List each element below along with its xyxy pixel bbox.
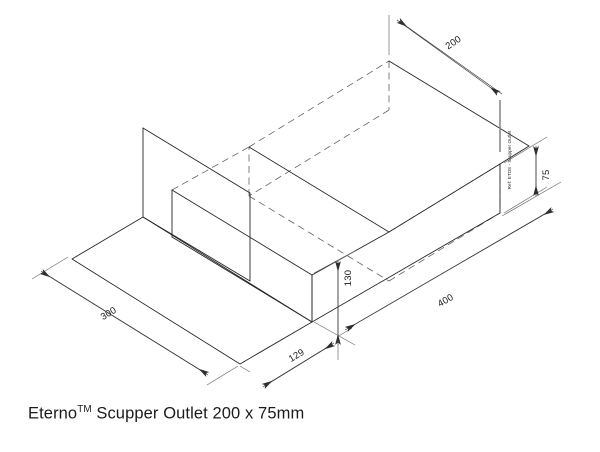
- edge-back-wall-top: [142, 127, 251, 194]
- dimension-label-75: 75: [541, 170, 552, 181]
- edge-flange-plate: [71, 216, 313, 365]
- edge-channel-rear-right-top: [499, 145, 530, 165]
- reference-label: Ref: ETD8 - Scupper Outlet: [507, 130, 512, 189]
- dim-line-300-b: [40, 270, 210, 377]
- dim-line-200-b: [396, 19, 501, 96]
- hidden-edge-inner-top-rear: [248, 60, 390, 148]
- dim-line-200-a: [396, 18, 503, 95]
- dimension-label-400: 400: [436, 292, 456, 310]
- ext-line-300-upper: [31, 256, 69, 280]
- edge-channel-top-inner: [248, 146, 390, 233]
- edge-channel-top-outer-front: [388, 163, 501, 233]
- ext-line-300-lower: [206, 365, 239, 386]
- hidden-edge-inner-floor-right: [248, 195, 390, 282]
- dimension-label-200: 200: [444, 34, 464, 52]
- edge-upstand-front-bottom: [171, 236, 313, 323]
- dimension-label-130: 130: [343, 270, 354, 286]
- hidden-edge-upstand-top-left: [171, 146, 250, 191]
- dimension-height-130: 130: [313, 250, 356, 346]
- drawing-caption: EternoTM Scupper Outlet 200 x 75mm: [28, 404, 304, 424]
- scupper-outlet-body: [71, 60, 530, 365]
- edge-channel-outer-bottom: [311, 212, 501, 323]
- dimension-height-75: 75: [503, 136, 552, 214]
- flange-plate-face: [72, 217, 312, 364]
- ext-line-130-top: [313, 250, 356, 274]
- channel-outer-side-face: [312, 115, 500, 322]
- upstand-front-face: [172, 190, 312, 322]
- dimension-label-300: 300: [99, 305, 119, 323]
- hidden-edge-inner-floor-front: [388, 212, 501, 282]
- caption-product-suffix: Scupper Outlet 200 x 75mm: [91, 404, 305, 423]
- edge-back-wall-bottom: [142, 216, 251, 282]
- ext-line-75-bottom: [503, 186, 548, 214]
- visible-edges-group: [71, 60, 530, 365]
- dim-line-400-b: [344, 208, 554, 333]
- ext-line-129-left: [239, 365, 251, 373]
- ext-line-130-bottom: [313, 321, 356, 346]
- edge-channel-rear-top: [388, 60, 530, 147]
- hidden-edge-inner-bottom-rear: [248, 109, 390, 197]
- dimension-length-400: 400: [336, 181, 562, 338]
- edge-upstand-front-top: [171, 189, 313, 276]
- trademark-symbol: TM: [77, 404, 92, 415]
- ext-line-400-near: [336, 327, 353, 338]
- caption-product-name: Eterno: [28, 404, 78, 423]
- ext-line-75-top: [503, 136, 548, 164]
- ext-line-400-far: [501, 181, 562, 217]
- dim-line-129-b: [262, 341, 336, 388]
